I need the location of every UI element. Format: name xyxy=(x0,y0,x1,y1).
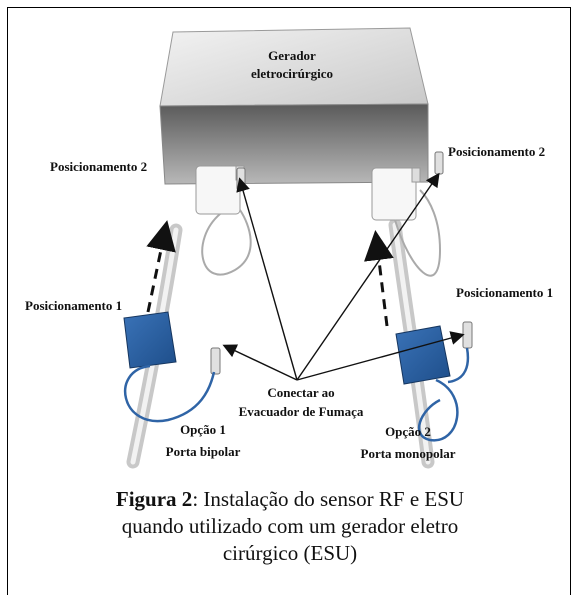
plug-icon xyxy=(434,151,444,175)
right-white-sensor xyxy=(371,167,442,277)
connect-label-line2: Evacuador de Fumaça xyxy=(238,404,364,419)
left-blue-sensor xyxy=(123,311,216,423)
option2-label: Opção 2 Porta monopolar xyxy=(343,421,473,465)
connect-smoke-evacuator-label: Conectar ao Evacuador de Fumaça xyxy=(216,383,386,421)
left-dashed-arrow xyxy=(146,220,176,313)
option2-line1: Opção 2 xyxy=(385,424,431,439)
installation-diagram xyxy=(123,27,473,469)
left-position2-label: Posicionamento 2 xyxy=(50,159,148,174)
right-position1-label: Posicionamento 1 xyxy=(456,285,554,300)
caption-line1-text: : Instalação do sensor RF e ESU xyxy=(192,487,465,511)
option1-line1: Opção 1 xyxy=(180,422,226,437)
caption-line2: quando utilizado com um gerador eletro xyxy=(121,514,459,538)
option1-label: Opção 1 Porta bipolar xyxy=(148,419,258,463)
option1-line2: Porta bipolar xyxy=(165,444,241,459)
caption-line3: cirúrgico (ESU) xyxy=(222,541,358,565)
generator-label-line2: eletrocirúrgico xyxy=(250,66,334,81)
right-position2-label: Posicionamento 2 xyxy=(448,144,546,159)
generator-label-line1: Gerador xyxy=(268,48,316,63)
figure-caption: Figura 2: Instalação do sensor RF e ESU … xyxy=(30,486,550,567)
figure-label: Figura 2 xyxy=(115,487,193,511)
connection-arrows xyxy=(222,172,465,381)
right-dashed-arrow xyxy=(364,230,394,327)
plug-icon xyxy=(210,347,221,375)
caption-line1: Figura 2: Instalação do sensor RF e ESU xyxy=(30,486,550,513)
generator-box xyxy=(159,27,429,185)
plug-icon xyxy=(462,321,473,349)
connect-label-line1: Conectar ao xyxy=(267,385,335,400)
generator-label: Gerador eletrocirúrgico xyxy=(212,47,372,83)
option2-line2: Porta monopolar xyxy=(360,446,456,461)
right-blue-sensor xyxy=(395,325,470,442)
left-position1-label: Posicionamento 1 xyxy=(25,298,123,313)
plug-icon xyxy=(236,167,246,191)
